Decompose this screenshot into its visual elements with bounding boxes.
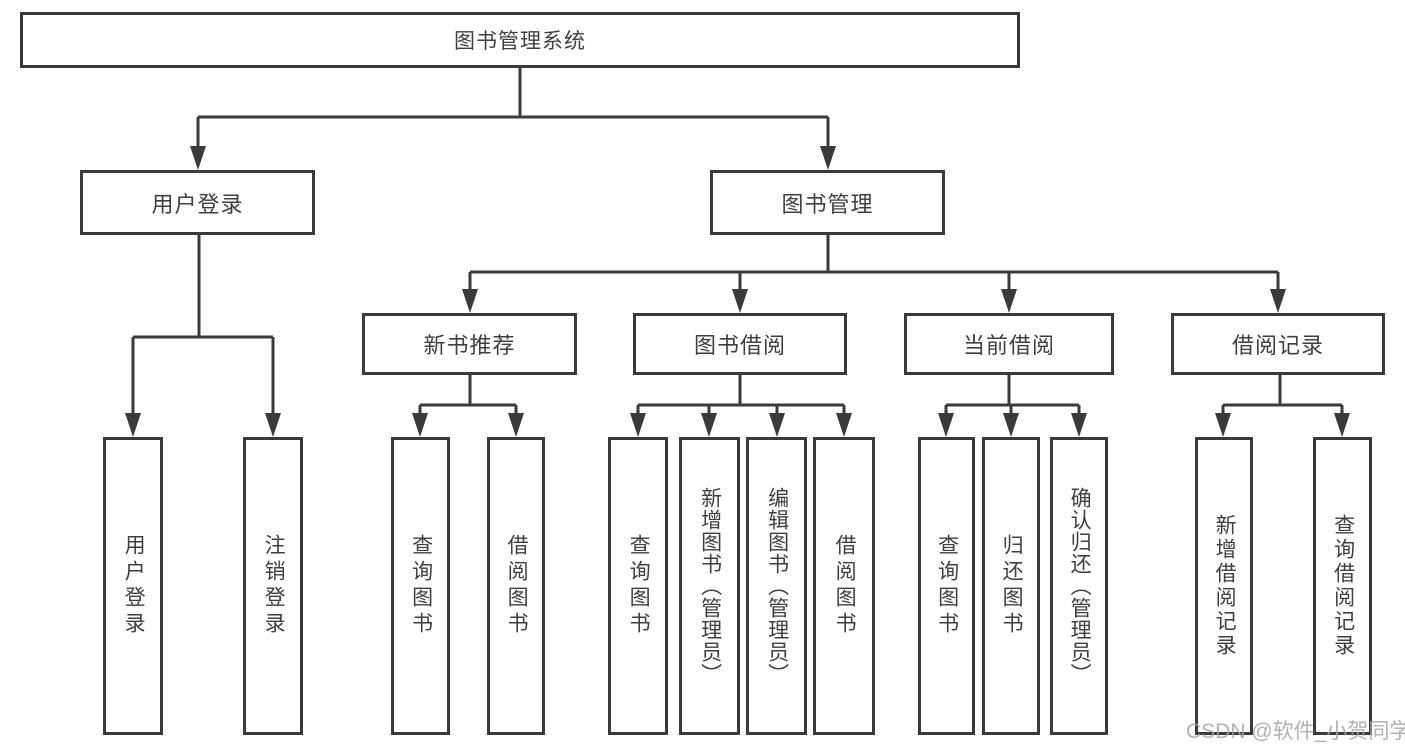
node-user-login-branch: 用户登录: [80, 170, 315, 235]
node-borrow-records: 借阅记录: [1171, 313, 1385, 375]
arrowheads: [125, 146, 1350, 437]
node-book-management: 图书管理: [710, 170, 945, 235]
leaf-return-book: 归还图书: [982, 437, 1040, 735]
csdn-watermark: CSDN @软件_小贺同学: [1186, 720, 1405, 743]
leaf-edit-book-admin: 编辑图书（管理员）: [746, 437, 807, 735]
leaf-confirm-return-admin: 确认归还（管理员）: [1050, 437, 1108, 735]
leaf-query-book-borrow: 查询图书: [608, 437, 668, 735]
node-new-book-recommend: 新书推荐: [362, 313, 577, 375]
leaf-add-borrow-record: 新增借阅记录: [1195, 437, 1253, 735]
leaf-add-book-admin: 新增图书（管理员）: [679, 437, 740, 735]
leaf-borrow-book-newrec: 借阅图书: [487, 437, 545, 735]
node-current-borrow: 当前借阅: [904, 313, 1114, 375]
leaf-query-book-newrec: 查询图书: [391, 437, 450, 735]
leaf-borrow-book: 借阅图书: [813, 437, 875, 735]
node-book-borrow: 图书借阅: [633, 313, 847, 375]
node-root: 图书管理系统: [20, 12, 1020, 68]
leaf-user-login: 用户登录: [103, 437, 163, 735]
leaf-query-borrow-record: 查询借阅记录: [1313, 437, 1372, 735]
leaf-query-book-current: 查询图书: [918, 437, 975, 735]
leaf-logout: 注销登录: [243, 437, 303, 735]
